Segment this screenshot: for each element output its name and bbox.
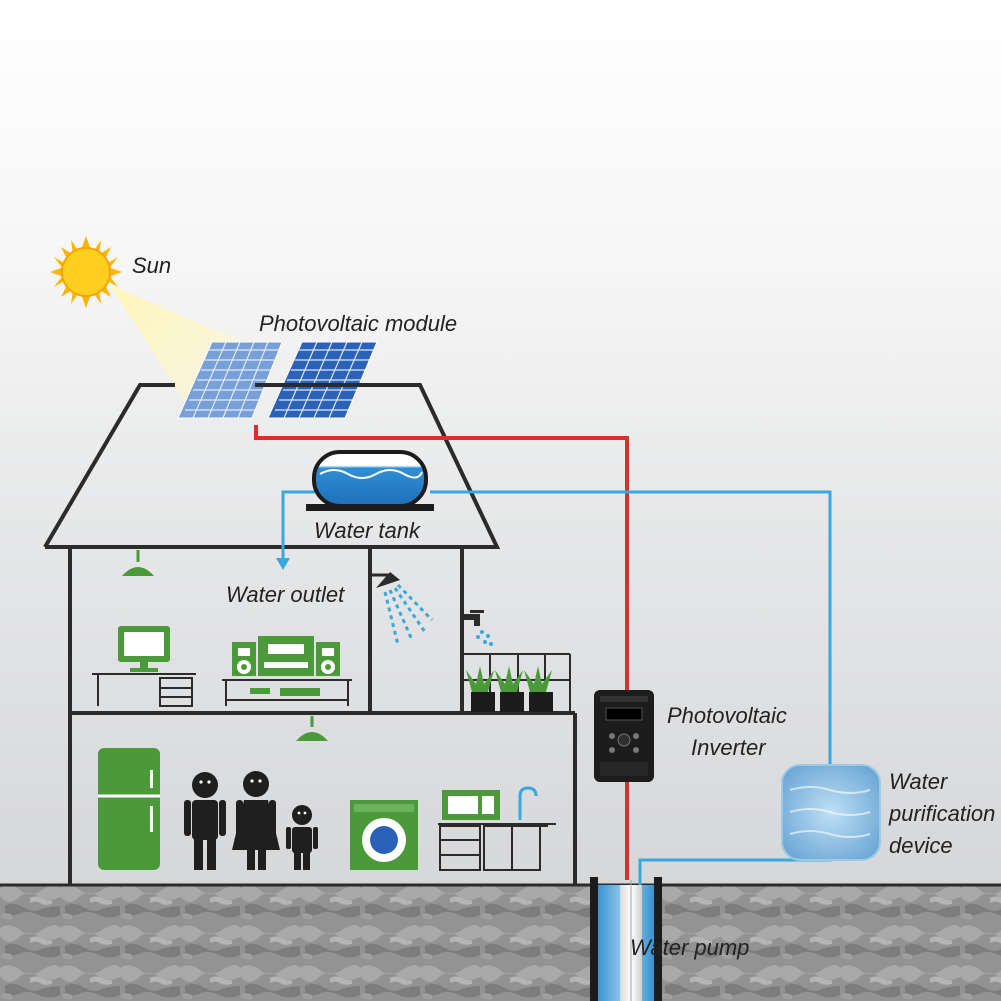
monitor-icon [118,626,170,672]
kitchen-tap-icon [518,786,538,820]
inverter-label-line2: Inverter [691,735,766,760]
plant-icon [466,666,495,712]
pv-module-label: Photovoltaic module [259,311,458,336]
sky-background [0,0,1001,885]
inverter-label-line1: Photovoltaic [667,703,787,728]
plant-icon [524,666,553,712]
faucet-icon [462,610,493,646]
lamp-icon [122,550,154,576]
solar-panel-icon [177,341,378,419]
inverter-icon [594,690,654,782]
person-icon [286,805,318,870]
power-line [254,425,629,880]
person-faces [199,779,307,815]
purifier-label-line2: purification [889,801,996,826]
plant-icon [495,666,524,712]
shower-icon [372,572,434,646]
purifier-label: Water purification device [889,766,1001,862]
person-icon [232,771,280,870]
sun-icon [50,236,122,308]
water-tank-icon [306,450,434,511]
stereo-icon [222,636,352,706]
microwave-icon [442,790,500,820]
well-pump-icon [590,877,662,1001]
outlet-arrow-icon [276,558,290,570]
water-tank-label: Water tank [314,518,420,543]
inverter-label: Photovoltaic Inverter [667,700,797,764]
kitchen-cabinet [438,823,556,871]
purifier-icon [781,764,881,861]
person-icon [184,772,226,870]
purifier-label-line1: Water [889,769,948,794]
washing-machine-icon [350,800,418,870]
purifier-label-line3: device [889,833,953,858]
desk [92,673,196,707]
sun-label: Sun [132,253,172,278]
fridge-icon [98,748,160,870]
water-pump-label: Water pump [630,935,750,960]
water-outlet-label: Water outlet [226,582,345,607]
ground [0,885,1001,1001]
lamp-icon [296,716,328,741]
